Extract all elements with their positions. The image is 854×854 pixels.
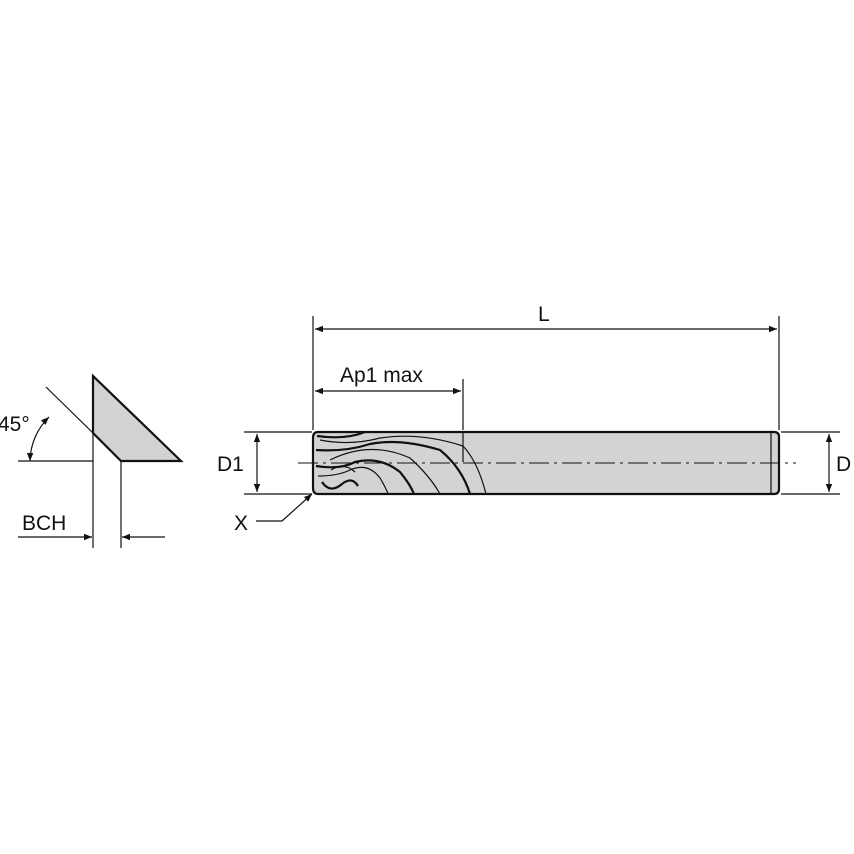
chamfer-profile (91, 373, 184, 463)
chamfer-detail: 45° BCH (0, 373, 184, 548)
length-label: L (538, 303, 550, 326)
angle-arc (26, 416, 50, 462)
d1-label: D1 (217, 453, 244, 476)
cut-length-label: Ap1 max (340, 364, 423, 387)
d-label: D (836, 453, 851, 476)
x-label: X (234, 512, 248, 535)
angle-extension-line (45, 386, 94, 434)
helical-flutes (315, 430, 487, 495)
angle-label: 45° (0, 413, 30, 436)
bch-label: BCH (22, 512, 66, 535)
x-leader-line (256, 493, 313, 522)
end-mill-view: L Ap1 max D1 D X (217, 303, 851, 535)
